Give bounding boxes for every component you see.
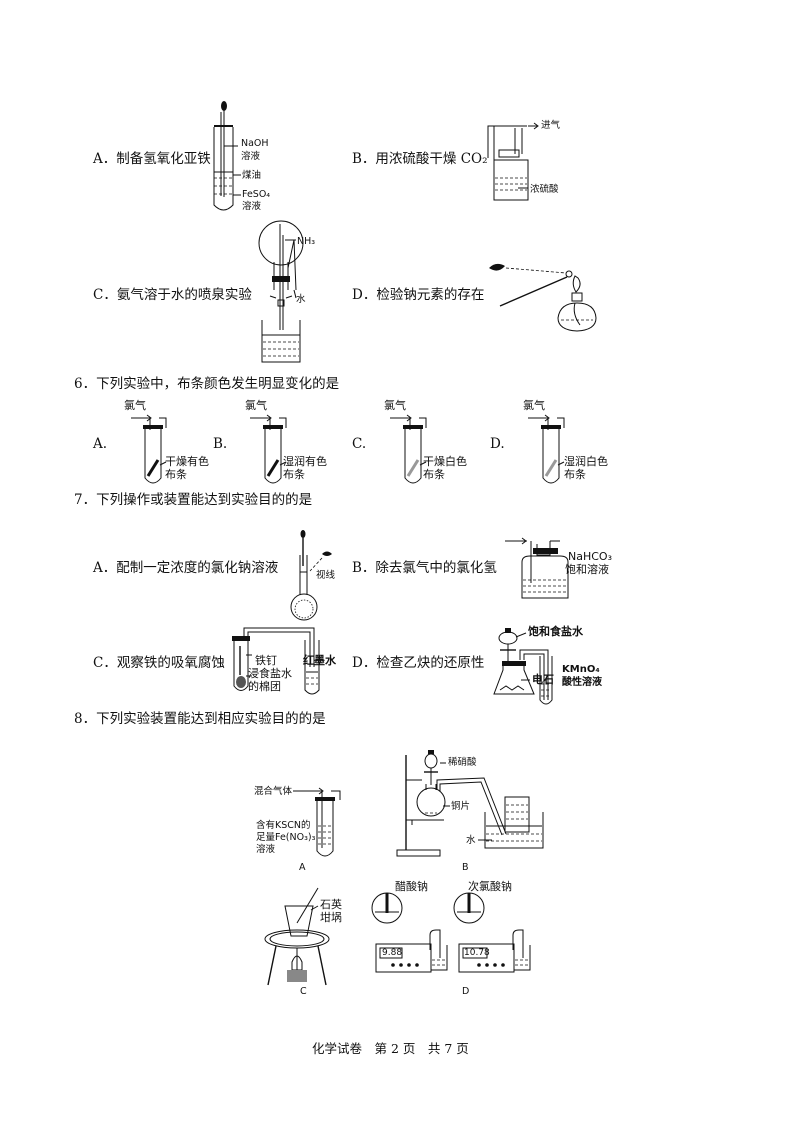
label-calcium-carbide: 电石 (532, 673, 554, 686)
q6-option-c-letter: C. (352, 436, 367, 452)
label-mixed-gas: 混合气体 (254, 786, 293, 797)
label-solution-2: 溶液 (242, 201, 262, 212)
q6-option-a-letter: A. (93, 436, 108, 452)
label-iron-nail: 铁钉 (255, 654, 277, 667)
label-kmno4: KMnO₄ (562, 664, 600, 675)
label-acidic-solution: 酸性溶液 (562, 677, 602, 688)
q7-option-d: D．检查乙炔的还原性 (352, 655, 485, 671)
label-saturated-solution: 饱和溶液 (565, 563, 609, 576)
label-dry-white: 干燥白色 (423, 455, 467, 468)
ph-reading-1: 9.88 (382, 948, 403, 958)
label-cloth-strip: 布条 (283, 468, 305, 481)
q5-option-d: D．检验钠元素的存在 (352, 287, 485, 303)
caption-b: B (462, 862, 469, 873)
label-cotton-ball: 的棉团 (248, 680, 281, 693)
label-red-ink: 红墨水 (303, 654, 336, 667)
label-feso4: FeSO₄ (242, 189, 271, 200)
label-quartz: 石英 (320, 898, 342, 911)
label-water-b: 水 (466, 835, 476, 846)
label-sodium-acetate: 醋酸钠 (395, 880, 428, 893)
label-cloth-strip: 布条 (423, 468, 445, 481)
eye-icon (322, 551, 332, 556)
q7-option-b: B．除去氯气中的氯化氢 (352, 560, 497, 576)
label-chlorine: 氯气 (124, 399, 146, 412)
label-copper-piece: 铜片 (451, 801, 471, 812)
label-dry-colored: 干燥有色 (165, 455, 209, 468)
label-saturated-brine: 饱和食盐水 (528, 625, 583, 638)
label-nahco3: NaHCO₃ (568, 550, 612, 563)
label-with-kscn: 含有KSCN的 (256, 820, 311, 831)
label-chlorine: 氯气 (384, 399, 406, 412)
label-crucible: 坩埚 (320, 911, 342, 924)
label-fe-no3-3: 足量Fe(NO₃)₃ (256, 832, 316, 843)
label-chlorine: 氯气 (523, 399, 545, 412)
label-solution-3: 溶液 (256, 844, 276, 855)
label-salt-water: 浸食盐水 (248, 667, 292, 680)
label-cloth-strip: 布条 (564, 468, 586, 481)
caption-a: A (299, 862, 306, 873)
page-footer: 化学试卷 第 2 页 共 7 页 (312, 1041, 469, 1056)
q7-option-a: A．配制一定浓度的氯化钠溶液 (93, 560, 279, 576)
label-sodium-hypochlorite: 次氯酸钠 (468, 880, 512, 893)
label-chlorine: 氯气 (245, 399, 267, 412)
caption-c: C (300, 986, 307, 997)
label-naoh: NaOH (241, 138, 269, 149)
q7-stem: 7．下列操作或装置能达到实验目的的是 (74, 492, 313, 508)
q6-option-b-letter: B. (213, 436, 228, 452)
label-water: 水 (296, 294, 306, 305)
q5-option-c: C．氨气溶于水的喷泉实验 (93, 287, 252, 303)
label-kerosene: 煤油 (242, 170, 262, 181)
label-nh3: NH₃ (297, 236, 316, 247)
q6-stem: 6．下列实验中，布条颜色发生明显变化的是 (74, 376, 340, 392)
label-inlet: 进气 (541, 120, 561, 131)
q8-stem: 8．下列实验装置能达到相应实验目的的是 (74, 711, 326, 727)
q5-option-b: B．用浓硫酸干燥 CO₂ (352, 151, 488, 167)
label-conc-sulfuric-acid: 浓硫酸 (530, 184, 559, 195)
q7-option-c: C．观察铁的吸氧腐蚀 (93, 655, 225, 671)
label-cloth-strip: 布条 (165, 468, 187, 481)
label-dilute-nitric-acid: 稀硝酸 (448, 757, 477, 768)
eye-icon (489, 263, 505, 271)
label-solution: 溶液 (241, 151, 261, 162)
ph-reading-2: 10.78 (464, 948, 490, 958)
label-wet-colored: 湿润有色 (283, 455, 327, 468)
caption-d: D (462, 986, 470, 997)
label-wet-white: 湿润白色 (564, 455, 608, 468)
q5-option-a: A．制备氢氧化亚铁 (93, 151, 211, 167)
q6-option-d-letter: D. (490, 436, 505, 452)
label-line-of-sight: 视线 (316, 570, 336, 581)
